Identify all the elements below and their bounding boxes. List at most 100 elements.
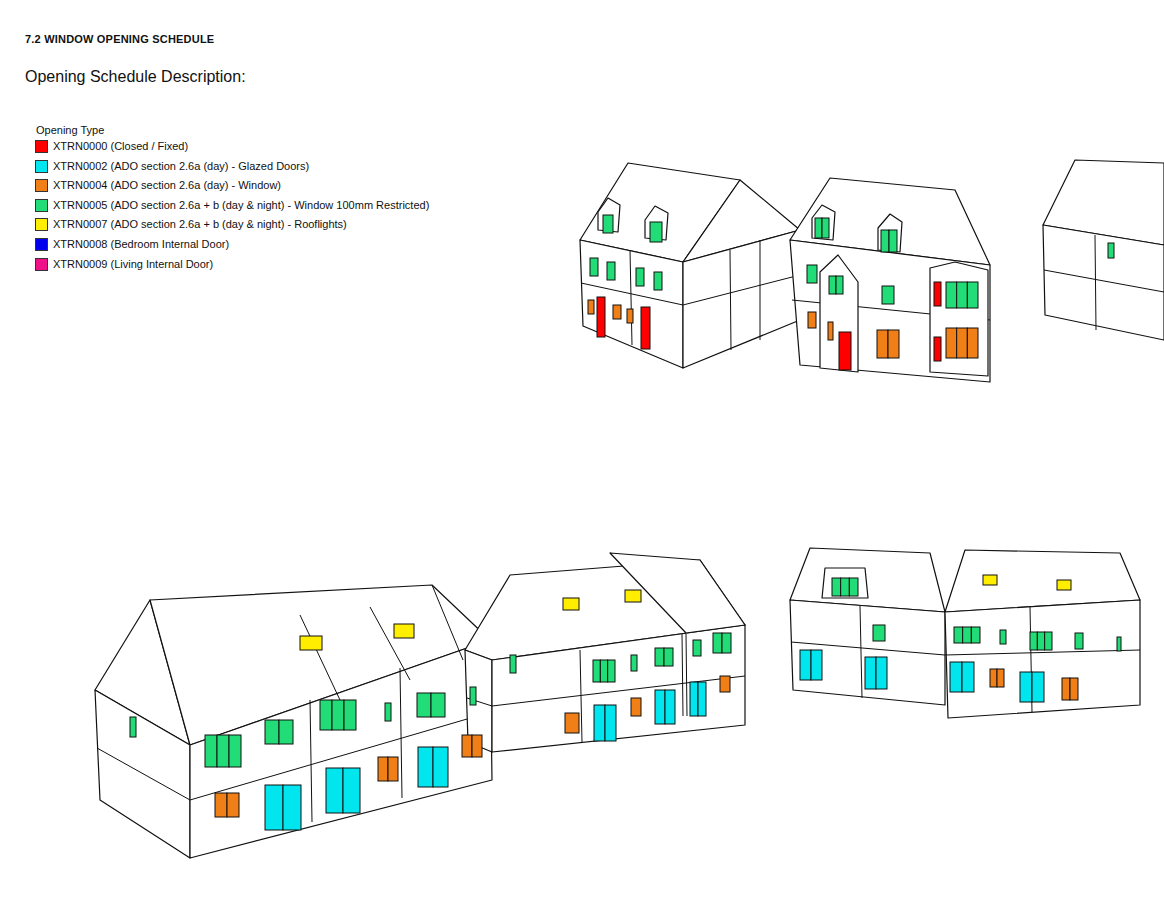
opening — [1075, 633, 1083, 649]
building-face — [95, 690, 190, 858]
building-face — [580, 240, 683, 368]
opening — [217, 735, 229, 767]
opening — [946, 282, 957, 308]
opening — [613, 305, 621, 319]
opening — [877, 330, 888, 358]
opening — [636, 268, 644, 286]
building-edge — [686, 634, 687, 716]
legend-heading: Opening Type — [36, 124, 104, 136]
opening — [608, 660, 615, 682]
opening — [934, 282, 941, 306]
opening — [625, 590, 641, 602]
building-edge — [300, 615, 340, 700]
opening — [283, 785, 301, 830]
opening — [300, 636, 322, 650]
legend-text: XTRN0000 (Closed / Fixed) — [53, 140, 188, 152]
building-face — [492, 625, 745, 752]
opening — [1045, 632, 1052, 650]
opening — [997, 669, 1004, 687]
opening — [417, 693, 431, 717]
opening — [343, 768, 360, 813]
opening — [433, 747, 448, 787]
opening — [967, 328, 978, 358]
building-edge — [1044, 270, 1164, 292]
opening — [627, 309, 633, 323]
opening — [665, 690, 675, 724]
building-face — [190, 640, 492, 858]
building-face — [820, 255, 858, 372]
opening — [1062, 678, 1070, 700]
building-face — [610, 553, 745, 633]
opening — [215, 793, 227, 817]
opening — [971, 627, 980, 643]
legend-row: XTRN0007 (ADO section 2.6a + b (day & ni… — [35, 217, 329, 233]
opening — [882, 286, 894, 304]
opening — [876, 657, 887, 689]
opening — [983, 575, 997, 585]
opening — [654, 272, 662, 290]
opening — [1037, 632, 1044, 650]
opening — [279, 720, 293, 744]
legend-text: XTRN0009 (Living Internal Door) — [53, 258, 213, 270]
opening — [590, 258, 598, 276]
opening — [954, 627, 963, 643]
legend-swatch — [35, 218, 48, 231]
building-edge — [310, 700, 312, 822]
opening — [957, 282, 968, 308]
building-edge — [580, 650, 582, 742]
opening — [655, 690, 665, 724]
opening — [388, 757, 398, 781]
opening — [722, 633, 731, 653]
opening — [822, 218, 829, 238]
opening — [690, 682, 698, 716]
building-edge — [630, 250, 632, 345]
opening — [720, 676, 730, 692]
opening — [607, 262, 615, 280]
opening — [378, 757, 388, 781]
opening — [963, 627, 972, 643]
opening — [344, 700, 356, 730]
opening — [205, 735, 217, 767]
opening — [603, 215, 613, 233]
opening — [832, 578, 841, 596]
opening — [394, 624, 414, 638]
opening — [320, 700, 332, 730]
building-face — [812, 205, 835, 240]
legend-swatch — [35, 160, 48, 173]
legend-swatch — [35, 258, 48, 271]
opening — [641, 307, 650, 349]
legend-swatch — [35, 199, 48, 212]
opening — [698, 682, 706, 716]
legend-row: XTRN0002 (ADO section 2.6a (day) - Glaze… — [35, 159, 291, 175]
opening — [332, 700, 344, 730]
legend-swatch — [35, 238, 48, 251]
opening — [829, 276, 836, 294]
opening — [839, 332, 851, 370]
opening — [1030, 632, 1037, 650]
opening — [841, 578, 850, 596]
legend-text: XTRN0008 (Bedroom Internal Door) — [53, 238, 229, 250]
building-face — [790, 600, 945, 705]
building-edge — [432, 585, 463, 660]
opening — [828, 322, 833, 340]
opening — [326, 768, 343, 813]
building-face — [822, 568, 868, 598]
opening — [418, 747, 433, 787]
opening — [962, 662, 974, 692]
building-edge — [400, 668, 402, 798]
legend-row: XTRN0000 (Closed / Fixed) — [35, 139, 170, 155]
opening — [836, 276, 843, 294]
opening — [565, 713, 579, 733]
building-edge — [730, 250, 731, 350]
opening — [889, 230, 897, 252]
opening — [462, 735, 472, 757]
building-edge — [370, 607, 410, 680]
legend-text: XTRN0005 (ADO section 2.6a + b (day & ni… — [53, 199, 429, 211]
opening — [811, 650, 822, 680]
opening — [950, 662, 962, 692]
opening — [967, 282, 978, 308]
opening — [990, 669, 997, 687]
opening — [1032, 672, 1044, 702]
opening — [849, 578, 858, 596]
